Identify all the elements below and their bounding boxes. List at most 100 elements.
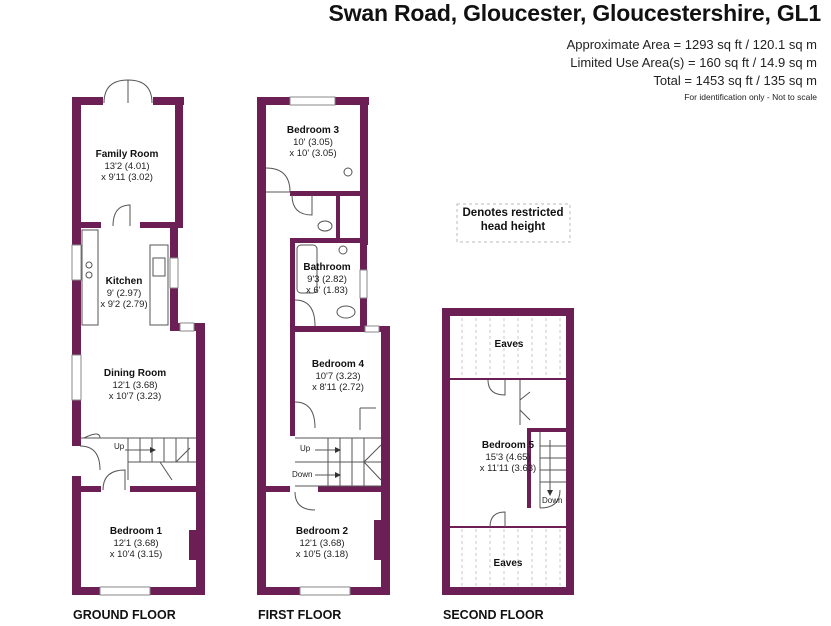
restricted-height-hatch: [461, 318, 561, 586]
first-stairs-up-label: Up: [300, 444, 311, 453]
arrow-icon: [150, 447, 156, 453]
window: [169, 257, 179, 289]
bedroom2-dim2: x 10'5 (3.18): [296, 549, 349, 560]
legend-line1: Denotes restricted: [463, 207, 564, 219]
kitchen-door-swing: [112, 204, 131, 227]
front-door: [72, 446, 81, 476]
toilet-icon: [317, 220, 333, 232]
chimney-breast: [189, 530, 196, 560]
wall: [81, 222, 101, 228]
door-swing: [291, 194, 313, 216]
bedroom1-dim1: 12'1 (3.68): [113, 538, 158, 549]
kitchen-dim1: 9' (2.97): [107, 288, 142, 299]
stair-winders: [363, 444, 382, 481]
door-swing: [102, 469, 126, 491]
bedroom1-dim2: x 10'4 (3.15): [110, 549, 163, 560]
door-swing: [83, 433, 101, 439]
ground-floor-label: GROUND FLOOR: [73, 608, 176, 622]
wall: [266, 486, 290, 492]
kitchen-name: Kitchen: [106, 276, 143, 287]
wall: [442, 308, 574, 316]
page-title: Swan Road, Gloucester, Gloucestershire, …: [328, 0, 822, 26]
eaves-bottom-label: Eaves: [494, 558, 523, 569]
bedroom4-dim1: 10'7 (3.23): [315, 371, 360, 382]
front-door-swing: [79, 445, 101, 471]
stair-treads: [539, 432, 566, 508]
window: [289, 96, 336, 106]
bedroom4-dim2: x 8'11 (2.72): [312, 382, 364, 393]
window: [359, 269, 368, 299]
second-stairs-down-label: Down: [542, 496, 562, 505]
window: [71, 354, 82, 401]
dining-room-dim1: 12'1 (3.68): [112, 380, 157, 391]
stair-outline: [295, 437, 381, 487]
family-room-dim2: x 9'11 (3.02): [101, 172, 153, 183]
bedroom3-name: Bedroom 3: [287, 125, 340, 136]
wall: [566, 308, 574, 595]
sink-icon: [152, 257, 166, 277]
bedroom2-dim1: 12'1 (3.68): [299, 538, 344, 549]
wall: [290, 238, 295, 326]
bedroom5-dim2: x 11'11 (3.63): [480, 463, 536, 474]
family-room-name: Family Room: [96, 149, 159, 160]
kitchen-dim2: x 9'2 (2.79): [100, 299, 147, 310]
total-area: Total = 1453 sq ft / 135 sq m: [653, 73, 817, 88]
wall: [442, 308, 450, 595]
first-floor-plan: Bedroom 3 10' (3.05) x 10' (3.05) Bathro…: [257, 96, 390, 596]
bath-icon: [296, 244, 318, 294]
wall: [318, 486, 381, 492]
bedroom3-dim2: x 10' (3.05): [289, 148, 336, 159]
bedroom1-name: Bedroom 1: [110, 526, 163, 537]
bedroom3-dim1: 10' (3.05): [293, 137, 333, 148]
arrow-icon: [335, 472, 341, 478]
wall: [130, 486, 196, 492]
chimney-breast: [374, 520, 381, 560]
cupboard: [359, 407, 376, 430]
ground-stairs-up-label: Up: [114, 442, 125, 451]
first-stairs-down-label: Down: [292, 470, 312, 479]
bathroom-dim1: 9'3 (2.82): [307, 274, 347, 285]
wall: [257, 97, 266, 595]
arrow-icon: [335, 447, 341, 453]
window: [179, 322, 195, 332]
door-swing: [265, 167, 291, 193]
bedroom4-name: Bedroom 4: [312, 359, 365, 370]
bathroom-name: Bathroom: [303, 262, 350, 273]
stair-wall: [527, 428, 566, 432]
bathroom-dim2: x 6' (1.83): [306, 285, 348, 296]
window: [364, 325, 380, 333]
door-swing: [539, 489, 561, 509]
wall: [381, 326, 390, 595]
wall: [290, 191, 368, 196]
family-room-dim1: 13'2 (4.01): [104, 161, 149, 172]
cupboard: [519, 380, 531, 425]
door-swing: [294, 299, 316, 327]
second-floor-label: SECOND FLOOR: [443, 608, 544, 622]
wall: [290, 238, 365, 243]
wall: [81, 486, 101, 492]
wall: [290, 326, 295, 436]
approximate-area: Approximate Area = 1293 sq ft / 120.1 sq…: [566, 37, 817, 52]
window: [71, 244, 82, 281]
wall: [196, 323, 205, 595]
wall: [175, 97, 183, 227]
basin-icon: [343, 167, 353, 177]
wall: [442, 587, 574, 595]
kitchen-worktop: [81, 229, 99, 326]
second-floor-plan: Eaves Bedroom 5 15'3 (4.65) x 11'11 (3.6…: [442, 308, 574, 595]
stair-wall: [527, 428, 531, 508]
basin-icon: [338, 245, 348, 255]
hob-icon: [85, 271, 93, 279]
restricted-height-legend: Denotes restricted head height: [456, 203, 571, 243]
stair-treads: [327, 438, 365, 486]
bedroom2-name: Bedroom 2: [296, 526, 349, 537]
eaves-top-label: Eaves: [495, 339, 524, 350]
legend-box: [456, 203, 571, 243]
dining-room-dim2: x 10'7 (3.23): [109, 391, 162, 402]
door-swing: [294, 401, 316, 429]
wall: [360, 97, 368, 245]
window: [99, 586, 151, 596]
toilet-icon: [336, 305, 356, 319]
dining-room-name: Dining Room: [104, 368, 166, 379]
